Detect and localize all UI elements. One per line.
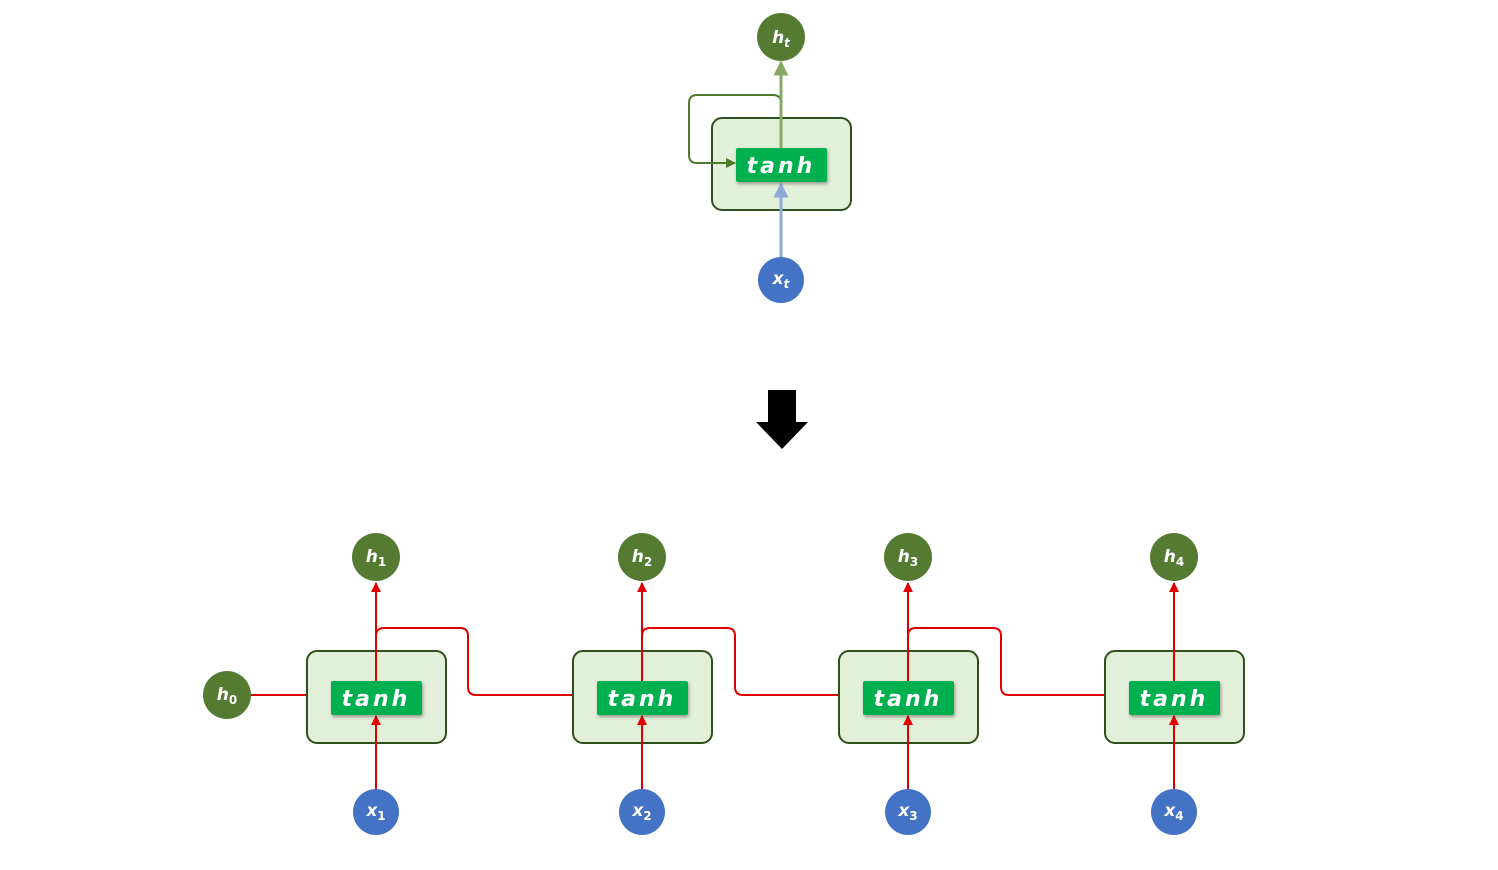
rolled-tanh-op: tanh xyxy=(736,148,827,182)
svg-text:x2: x2 xyxy=(631,801,651,823)
rolled-input-node: xt xyxy=(758,257,804,303)
output-node: h2 xyxy=(618,533,666,581)
recurrent-line-3-4 xyxy=(907,627,1128,700)
svg-text:h1: h1 xyxy=(366,547,386,569)
op-label: tanh xyxy=(874,687,943,712)
input-node: x1 xyxy=(353,789,399,835)
rolled-recurrent-line xyxy=(688,94,782,168)
down-arrow-icon xyxy=(756,390,808,449)
output-node: h3 xyxy=(884,533,932,581)
svg-text:h4: h4 xyxy=(1164,547,1184,569)
input-node: x2 xyxy=(619,789,665,835)
svg-text:h3: h3 xyxy=(898,547,918,569)
svg-text:h2: h2 xyxy=(632,547,652,569)
rolled-output-node: ht xyxy=(757,13,805,61)
op-label: tanh xyxy=(342,687,411,712)
unrolled-step-2: tanh h2 x2 xyxy=(572,533,713,835)
svg-text:xt: xt xyxy=(772,269,791,291)
output-node: h1 xyxy=(352,533,400,581)
unrolled-rnn: h0 tanh h1 x1 xyxy=(203,533,1245,835)
unrolled-step-4: tanh h4 x4 xyxy=(1104,533,1245,835)
initial-state-node: h0 xyxy=(203,671,251,719)
recurrent-line-1-2 xyxy=(375,627,596,700)
unrolled-step-3: tanh h3 x3 xyxy=(838,533,979,835)
svg-text:x1: x1 xyxy=(365,801,385,823)
op-label: tanh xyxy=(608,687,677,712)
recurrent-line-2-3 xyxy=(641,627,862,700)
input-node: x3 xyxy=(885,789,931,835)
input-node: x4 xyxy=(1151,789,1197,835)
rolled-op-label: tanh xyxy=(747,154,816,179)
svg-text:x3: x3 xyxy=(897,801,917,823)
rolled-rnn: tanh ht xt xyxy=(688,13,852,303)
unrolled-step-1: tanh h1 x1 xyxy=(306,533,447,835)
svg-text:ht: ht xyxy=(772,28,791,50)
svg-text:x4: x4 xyxy=(1163,801,1183,823)
op-label: tanh xyxy=(1140,687,1209,712)
svg-text:h0: h0 xyxy=(217,685,237,707)
output-node: h4 xyxy=(1150,533,1198,581)
